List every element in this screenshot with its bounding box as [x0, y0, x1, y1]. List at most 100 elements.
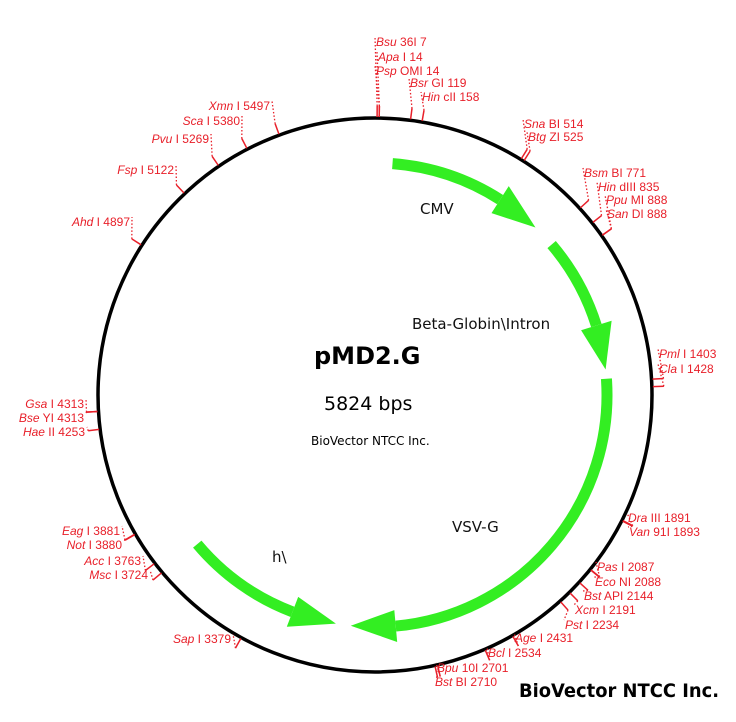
restriction-site[interactable]: Bse YI 4313: [19, 410, 98, 425]
restriction-site[interactable]: Btg ZI 525: [523, 130, 584, 161]
site-enzyme-prefix: Xmn: [208, 99, 234, 113]
site-enzyme-rest: I 1403: [680, 347, 717, 361]
site-leader: [149, 569, 154, 581]
site-tick: [592, 214, 602, 223]
site-tick: [622, 520, 633, 527]
restriction-site[interactable]: Bsu 36I 7: [374, 35, 427, 118]
restriction-site[interactable]: Eco NI 2088: [590, 569, 662, 589]
site-label: San DI 888: [607, 207, 667, 221]
site-enzyme-prefix: Sna: [524, 117, 546, 131]
site-enzyme-prefix: Hin: [598, 180, 616, 194]
site-enzyme-rest: OMI 14: [397, 64, 440, 78]
restriction-site[interactable]: Gsa I 4313: [25, 397, 98, 413]
feature-arrow-body: [392, 158, 504, 205]
site-enzyme-prefix: Psp: [376, 64, 397, 78]
site-tick: [484, 649, 491, 661]
restriction-site[interactable]: Hin dIII 835: [592, 180, 660, 223]
site-leader: [86, 426, 89, 431]
site-label: Bst API 2144: [584, 589, 654, 603]
site-leader: [627, 525, 633, 528]
site-label: Bcl I 2534: [488, 646, 542, 660]
site-enzyme-prefix: Age: [514, 631, 537, 645]
restriction-site[interactable]: Sap I 3379: [173, 632, 242, 649]
site-tick: [437, 665, 441, 677]
site-enzyme-prefix: Hin: [422, 90, 440, 104]
restriction-site[interactable]: Bsm BI 771: [579, 166, 646, 209]
site-tick: [175, 184, 185, 194]
site-enzyme-prefix: Bst: [435, 675, 453, 689]
restriction-site[interactable]: Psp OMI 14: [374, 64, 440, 118]
site-enzyme-prefix: Sca: [183, 114, 204, 128]
restriction-site[interactable]: Pst I 2234: [560, 601, 620, 632]
site-enzyme-rest: API 2144: [601, 589, 653, 603]
restriction-site[interactable]: Cla I 1428: [652, 362, 714, 388]
site-tick: [131, 238, 142, 246]
site-enzyme-rest: I 3724: [111, 568, 148, 582]
restriction-site[interactable]: Age I 2431: [512, 631, 574, 647]
restriction-site[interactable]: Fsp I 5122: [117, 163, 185, 194]
site-label: Apa I 14: [377, 50, 423, 64]
site-label: Sna BI 514: [524, 117, 584, 131]
restriction-site[interactable]: Ahd I 4897: [71, 215, 142, 246]
site-label: Acc I 3763: [83, 554, 141, 568]
restriction-site[interactable]: Msc I 3724: [89, 568, 162, 582]
site-enzyme-prefix: Acc: [83, 554, 104, 568]
restriction-site[interactable]: San DI 888: [601, 207, 667, 236]
feature-arrow-body: [547, 240, 602, 328]
site-enzyme-rest: I 3881: [83, 524, 120, 538]
site-label: Cla I 1428: [659, 362, 714, 376]
site-enzyme-rest: 91I 1893: [650, 525, 700, 539]
site-enzyme-rest: dIII 835: [616, 180, 660, 194]
feature-arrow-head: [286, 596, 336, 627]
restriction-site[interactable]: Pvu I 5269: [152, 132, 219, 166]
restriction-site[interactable]: Hin cII 158: [420, 90, 480, 122]
plasmid-name: pMD2.G: [314, 342, 421, 370]
restriction-site[interactable]: Bpu 10I 2701: [435, 661, 509, 677]
restriction-site[interactable]: Bsr GI 119: [408, 76, 467, 120]
site-enzyme-prefix: Cla: [659, 362, 677, 376]
site-enzyme-rest: I 5122: [137, 163, 174, 177]
site-enzyme-rest: ZI 525: [546, 130, 584, 144]
restriction-site[interactable]: Hae II 4253: [23, 425, 100, 439]
restriction-site[interactable]: Van 91I 1893: [622, 520, 701, 539]
site-enzyme-prefix: Van: [629, 525, 650, 539]
restriction-site[interactable]: Pas I 2087: [590, 560, 655, 578]
site-leader: [435, 662, 441, 677]
site-enzyme-rest: I 2431: [536, 631, 573, 645]
restriction-site[interactable]: Bcl I 2534: [484, 646, 542, 661]
restriction-site[interactable]: Eag I 3881: [62, 524, 135, 541]
site-enzyme-prefix: Bse: [19, 411, 40, 425]
restriction-site[interactable]: Xmn I 5497: [208, 99, 280, 135]
site-enzyme-rest: YI 4313: [40, 411, 85, 425]
site-label: Bse YI 4313: [19, 411, 84, 425]
site-tick: [512, 636, 519, 647]
site-leader: [596, 181, 603, 216]
site-label: Hin dIII 835: [598, 180, 660, 194]
site-label: Bsr GI 119: [410, 76, 467, 90]
restriction-site[interactable]: Xcm I 2191: [569, 592, 636, 617]
site-label: Xcm I 2191: [574, 603, 636, 617]
site-tick: [579, 582, 589, 591]
site-enzyme-rest: I 1428: [677, 362, 714, 376]
site-enzyme-rest: I 14: [399, 50, 423, 64]
restriction-site[interactable]: Bst API 2144: [579, 582, 654, 603]
restriction-site[interactable]: Pml I 1403: [652, 347, 717, 380]
site-enzyme-rest: DI 888: [628, 207, 667, 221]
restriction-site[interactable]: Sca I 5380: [183, 114, 248, 149]
site-enzyme-prefix: Bsr: [410, 76, 429, 90]
restriction-site[interactable]: Acc I 3763: [83, 554, 155, 572]
site-enzyme-prefix: Bcl: [488, 646, 505, 660]
site-leader: [595, 561, 601, 578]
site-enzyme-rest: I 4897: [93, 215, 130, 229]
site-enzyme-rest: MI 888: [627, 193, 667, 207]
site-label: Ppu MI 888: [606, 193, 668, 207]
restriction-site[interactable]: Bst BI 2710: [433, 666, 497, 689]
restriction-site[interactable]: Sna BI 514: [520, 117, 584, 160]
restriction-site[interactable]: Apa I 14: [376, 50, 423, 118]
site-tick: [421, 110, 425, 122]
restriction-site[interactable]: Dra III 1891: [622, 511, 691, 527]
site-enzyme-rest: BI 514: [545, 117, 583, 131]
site-label: Pst I 2234: [565, 618, 619, 632]
site-enzyme-rest: BI 771: [608, 166, 646, 180]
